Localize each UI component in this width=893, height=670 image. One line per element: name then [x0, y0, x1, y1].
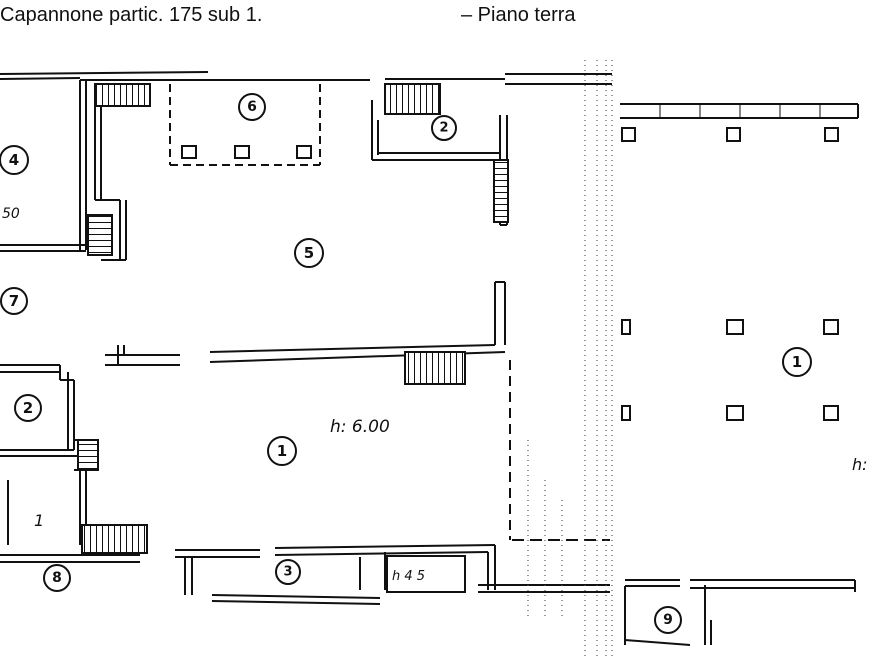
height-annotation-main: h: 6.00 [330, 417, 390, 437]
room-label-9: 9 [663, 612, 673, 628]
room-4-note: 50 [2, 206, 20, 222]
room-label-1-right: 1 [792, 353, 802, 371]
height-annotation-right: h: [852, 455, 868, 474]
room-label-4: 4 [9, 151, 19, 169]
room-label-3: 3 [283, 565, 292, 580]
room-label-8: 8 [52, 570, 62, 586]
drawing-title: Capannone partic. 175 sub 1. [0, 4, 263, 26]
floor-label: – Piano terra [461, 4, 576, 26]
room-label-6: 6 [247, 99, 257, 115]
small-room-note: 1 [34, 511, 44, 530]
room-label-2-top: 2 [439, 121, 448, 136]
room-label-1-main: 1 [277, 442, 287, 460]
room-label-2-left: 2 [23, 399, 33, 417]
room-label-7: 7 [9, 292, 19, 310]
height-annotation-small: h 4 5 [392, 569, 425, 584]
room-label-5: 5 [304, 244, 314, 262]
